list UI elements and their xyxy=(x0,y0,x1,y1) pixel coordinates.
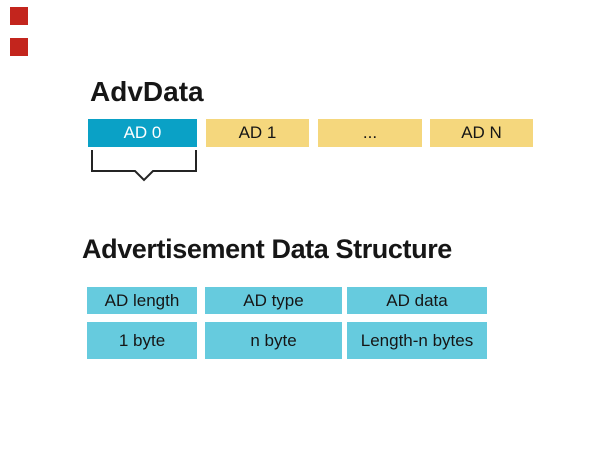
advdata-block-ad1: AD 1 xyxy=(206,119,309,147)
cell-label: AD length xyxy=(104,290,180,310)
structure-size-1-byte: 1 byte xyxy=(87,322,197,359)
cell-label: AD type xyxy=(243,290,304,310)
decorative-red-square xyxy=(10,7,28,25)
cell-label: AD data xyxy=(386,290,448,310)
advdata-block-adn: AD N xyxy=(430,119,533,147)
advdata-block-ellipsis: ... xyxy=(318,119,422,147)
structure-field-ad-type: AD type xyxy=(205,287,342,314)
advdata-block-ad0: AD 0 xyxy=(88,119,197,147)
cell-label: 1 byte xyxy=(118,330,166,350)
advdata-title: AdvData xyxy=(90,76,204,107)
advdata-block-label: AD N xyxy=(461,123,502,142)
advdata-block-label: ... xyxy=(362,123,378,142)
structure-title: Advertisement Data Structure xyxy=(82,234,452,264)
decorative-red-square xyxy=(10,38,28,56)
structure-field-ad-data: AD data xyxy=(347,287,487,314)
advdata-block-label: AD 1 xyxy=(238,123,277,142)
cell-label: n byte xyxy=(250,330,297,350)
brace-icon xyxy=(91,150,197,182)
structure-size-length-n-bytes: Length-n bytes xyxy=(347,322,487,359)
structure-field-ad-length: AD length xyxy=(87,287,197,314)
cell-label: Length-n bytes xyxy=(360,330,474,350)
advdata-block-label: AD 0 xyxy=(123,123,162,142)
structure-size-n-byte: n byte xyxy=(205,322,342,359)
